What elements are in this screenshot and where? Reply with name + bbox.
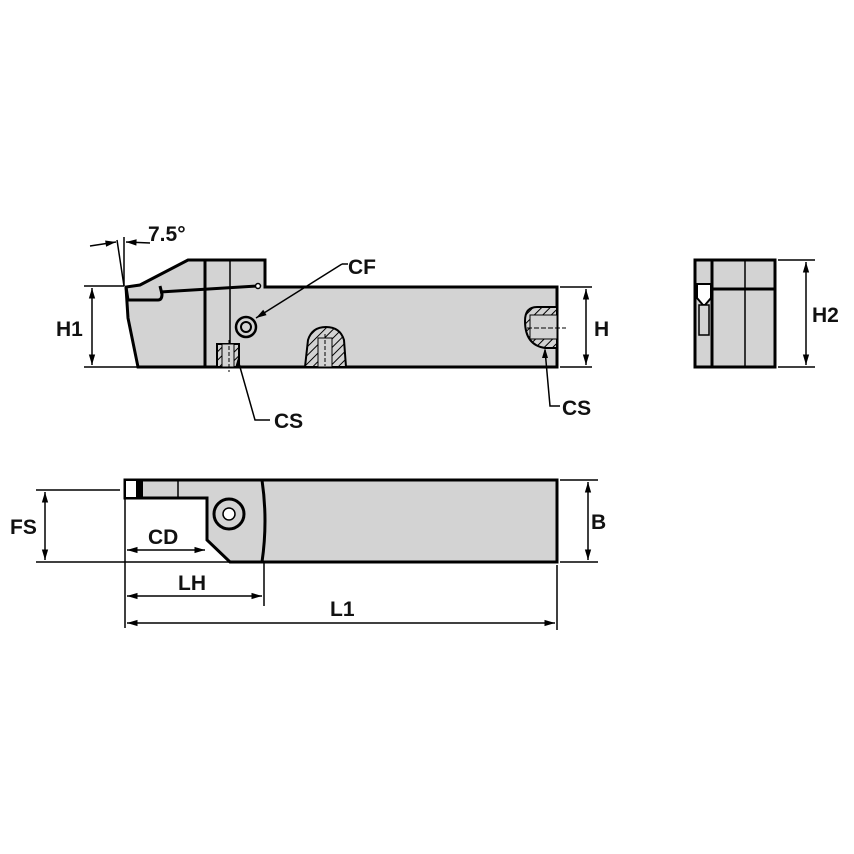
h1-label: H1 bbox=[56, 318, 83, 341]
fs-label: FS bbox=[10, 516, 37, 539]
h2-label: H2 bbox=[812, 304, 839, 327]
top-view: FS CD LH L1 B bbox=[10, 478, 606, 630]
cs-left-label: CS bbox=[274, 410, 303, 433]
end-view: H2 bbox=[693, 258, 839, 369]
cs-right-label: CS bbox=[562, 397, 591, 420]
angle-label: 7.5° bbox=[148, 223, 186, 246]
insert-slot bbox=[124, 285, 164, 302]
cf-screw-icon bbox=[234, 315, 258, 339]
side-view: 7.5° H1 H CF CS CS bbox=[56, 223, 609, 433]
cd-label: CD bbox=[148, 526, 178, 549]
break-line bbox=[260, 479, 267, 563]
clamp-slit bbox=[159, 284, 259, 294]
l1-label: L1 bbox=[330, 598, 355, 621]
lh-label: LH bbox=[178, 572, 206, 595]
h-label: H bbox=[594, 318, 609, 341]
cf-label: CF bbox=[348, 256, 376, 279]
b-label: B bbox=[591, 511, 606, 534]
